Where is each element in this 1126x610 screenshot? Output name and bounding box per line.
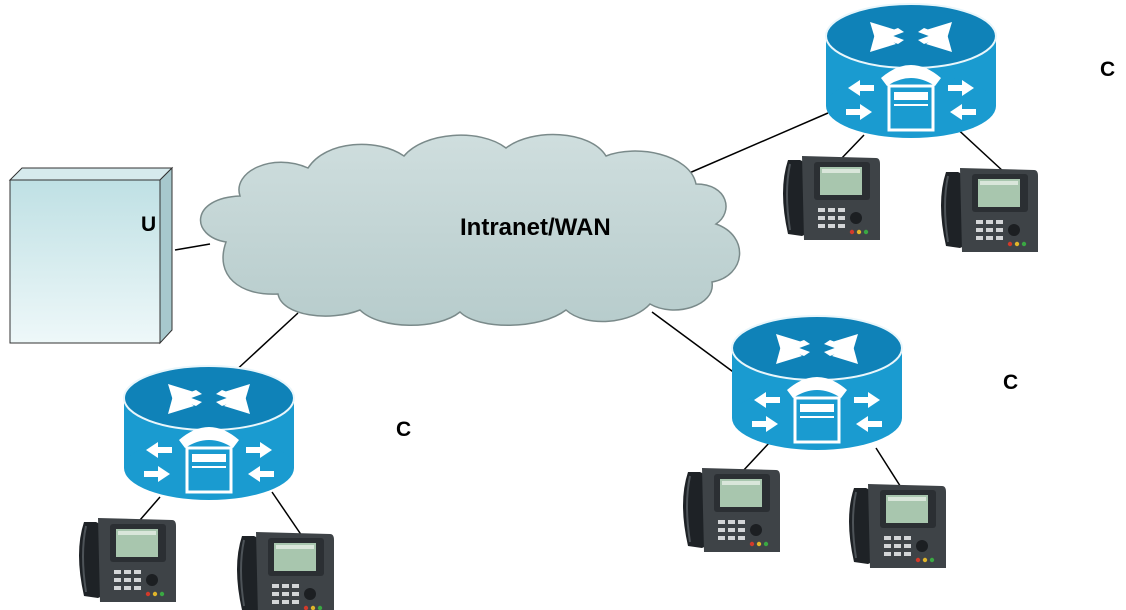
voice-router-icon xyxy=(122,364,296,502)
ip-phone-icon xyxy=(848,483,947,569)
site-label-top-right: CM xyxy=(1100,60,1116,81)
cloud-label: Intranet/WAN xyxy=(460,214,611,241)
server-icon xyxy=(8,166,174,345)
connection-lines xyxy=(139,112,1005,537)
wan-cloud-icon xyxy=(200,133,741,326)
ip-phone-icon xyxy=(236,531,335,610)
voice-router-icon xyxy=(824,2,998,140)
ip-phone-icon xyxy=(940,167,1039,253)
site-label-bottom-left: CM xyxy=(396,420,412,441)
ip-phone-icon xyxy=(782,155,881,241)
ip-phone-icon xyxy=(682,467,781,553)
voice-router-icon xyxy=(730,314,904,452)
site-label-bottom-right: CM xyxy=(1003,373,1019,394)
server-label: UCC xyxy=(141,213,157,236)
ip-phone-icon xyxy=(78,517,177,603)
